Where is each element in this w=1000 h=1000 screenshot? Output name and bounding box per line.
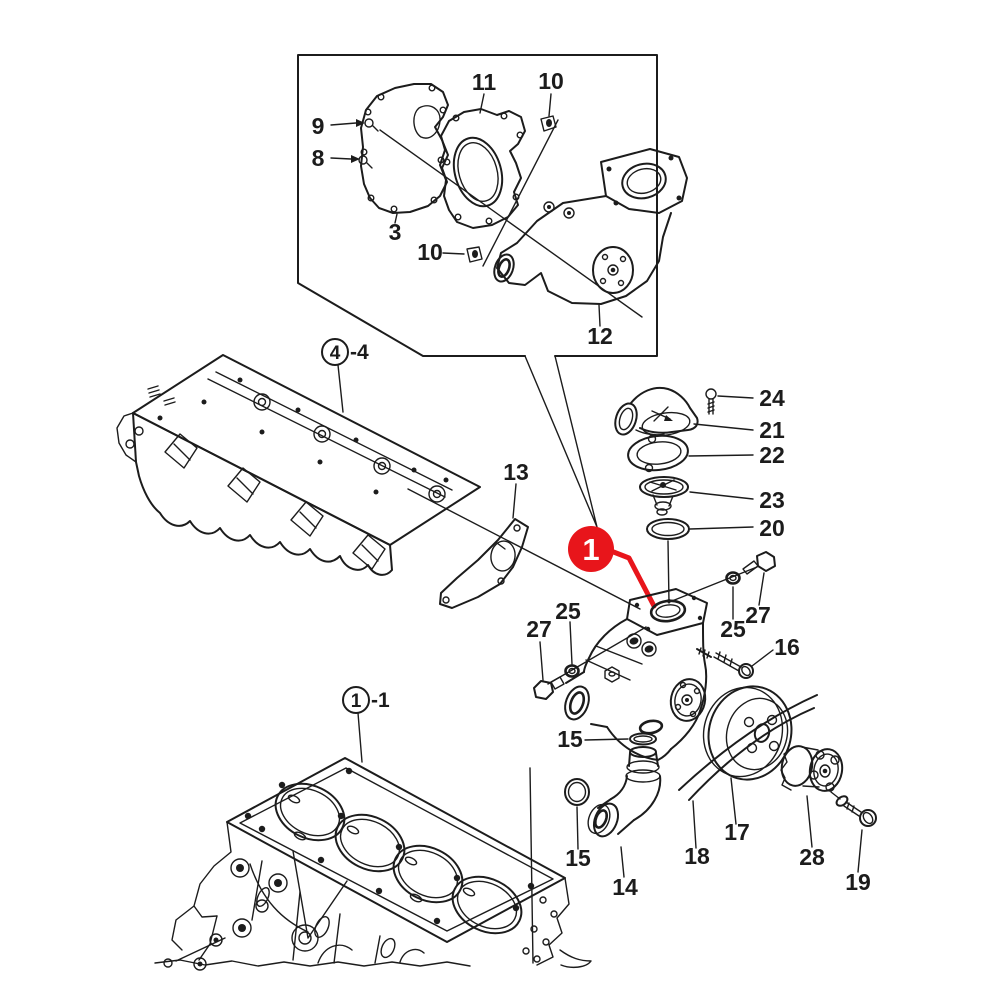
cylinder-block xyxy=(154,757,592,971)
highlight-leader xyxy=(608,548,657,609)
highlight-number: 1 xyxy=(582,532,599,567)
callout-11: 11 xyxy=(472,69,497,95)
callout-15-upper: 15 xyxy=(557,726,583,752)
callout-12: 12 xyxy=(587,323,613,349)
callout-27-right: 27 xyxy=(745,602,771,628)
coupling-hub-28 xyxy=(780,745,844,848)
callout-8: 8 xyxy=(312,145,325,171)
callout-21: 21 xyxy=(759,417,785,443)
callout-9: 9 xyxy=(312,113,325,139)
timing-case-gasket-3 xyxy=(360,83,449,224)
callout-10-top: 10 xyxy=(538,68,564,94)
callout-3: 3 xyxy=(389,219,402,245)
callout-10-lower: 10 xyxy=(417,239,443,265)
callout-17: 17 xyxy=(724,819,750,845)
callout-19: 19 xyxy=(845,869,871,895)
head-ref-number: 4 xyxy=(330,343,341,364)
callout-28: 28 xyxy=(799,844,825,870)
plug-10-top xyxy=(540,93,557,132)
callout-22: 22 xyxy=(759,442,785,468)
block-ref-marker: 1 -1 xyxy=(342,686,390,763)
callout-23: 23 xyxy=(759,487,785,513)
pulley-17 xyxy=(702,685,793,825)
head-ref-suffix: -4 xyxy=(350,341,369,364)
callout-14: 14 xyxy=(612,874,638,900)
callout-16: 16 xyxy=(774,634,800,660)
highlight-circle[interactable] xyxy=(568,526,614,572)
water-pump-assembly-12 xyxy=(493,148,688,327)
washer-25-left xyxy=(564,664,580,678)
elbow-pipe-14 xyxy=(587,746,662,878)
block-ref-number: 1 xyxy=(351,691,362,712)
cylinder-head xyxy=(116,354,481,576)
head-ref-marker: 4 -4 xyxy=(321,338,369,413)
gasket-13 xyxy=(439,483,529,609)
highlight-callout-1[interactable]: 1 xyxy=(568,526,657,609)
callout-25-right: 25 xyxy=(720,616,746,642)
bolt-27-left xyxy=(533,621,647,700)
callout-27-left: 27 xyxy=(526,616,552,642)
block-ref-suffix: -1 xyxy=(371,689,390,712)
callout-labels: 9 8 11 10 3 10 12 13 24 21 22 23 20 27 2… xyxy=(312,68,871,900)
intake-port xyxy=(164,433,386,570)
water-pump-gasket-11 xyxy=(439,93,526,229)
callout-25-left: 25 xyxy=(555,598,581,624)
bolt-19 xyxy=(830,791,877,873)
screw-8 xyxy=(330,155,373,169)
bolt-27-right xyxy=(671,551,776,620)
washer-25-right xyxy=(725,571,741,585)
bolt-24 xyxy=(705,388,754,415)
thermostat-23 xyxy=(639,476,754,516)
bolt-16 xyxy=(713,649,774,679)
o-ring-15-lower xyxy=(564,778,590,850)
fan-belt-18 xyxy=(678,694,818,849)
cover-gasket-22 xyxy=(627,434,754,473)
callout-13: 13 xyxy=(503,459,529,485)
thermostat-housing xyxy=(564,588,712,761)
alignment-line xyxy=(407,488,641,610)
plug-10-lower xyxy=(442,246,483,263)
callout-24: 24 xyxy=(759,385,785,411)
callout-18: 18 xyxy=(684,843,710,869)
o-ring-20 xyxy=(646,518,754,604)
thermostat-cover-21 xyxy=(614,386,754,437)
callout-20: 20 xyxy=(759,515,785,541)
o-ring-15-upper xyxy=(584,732,657,746)
callout-15-lower: 15 xyxy=(565,845,591,871)
screw-9 xyxy=(330,118,379,132)
